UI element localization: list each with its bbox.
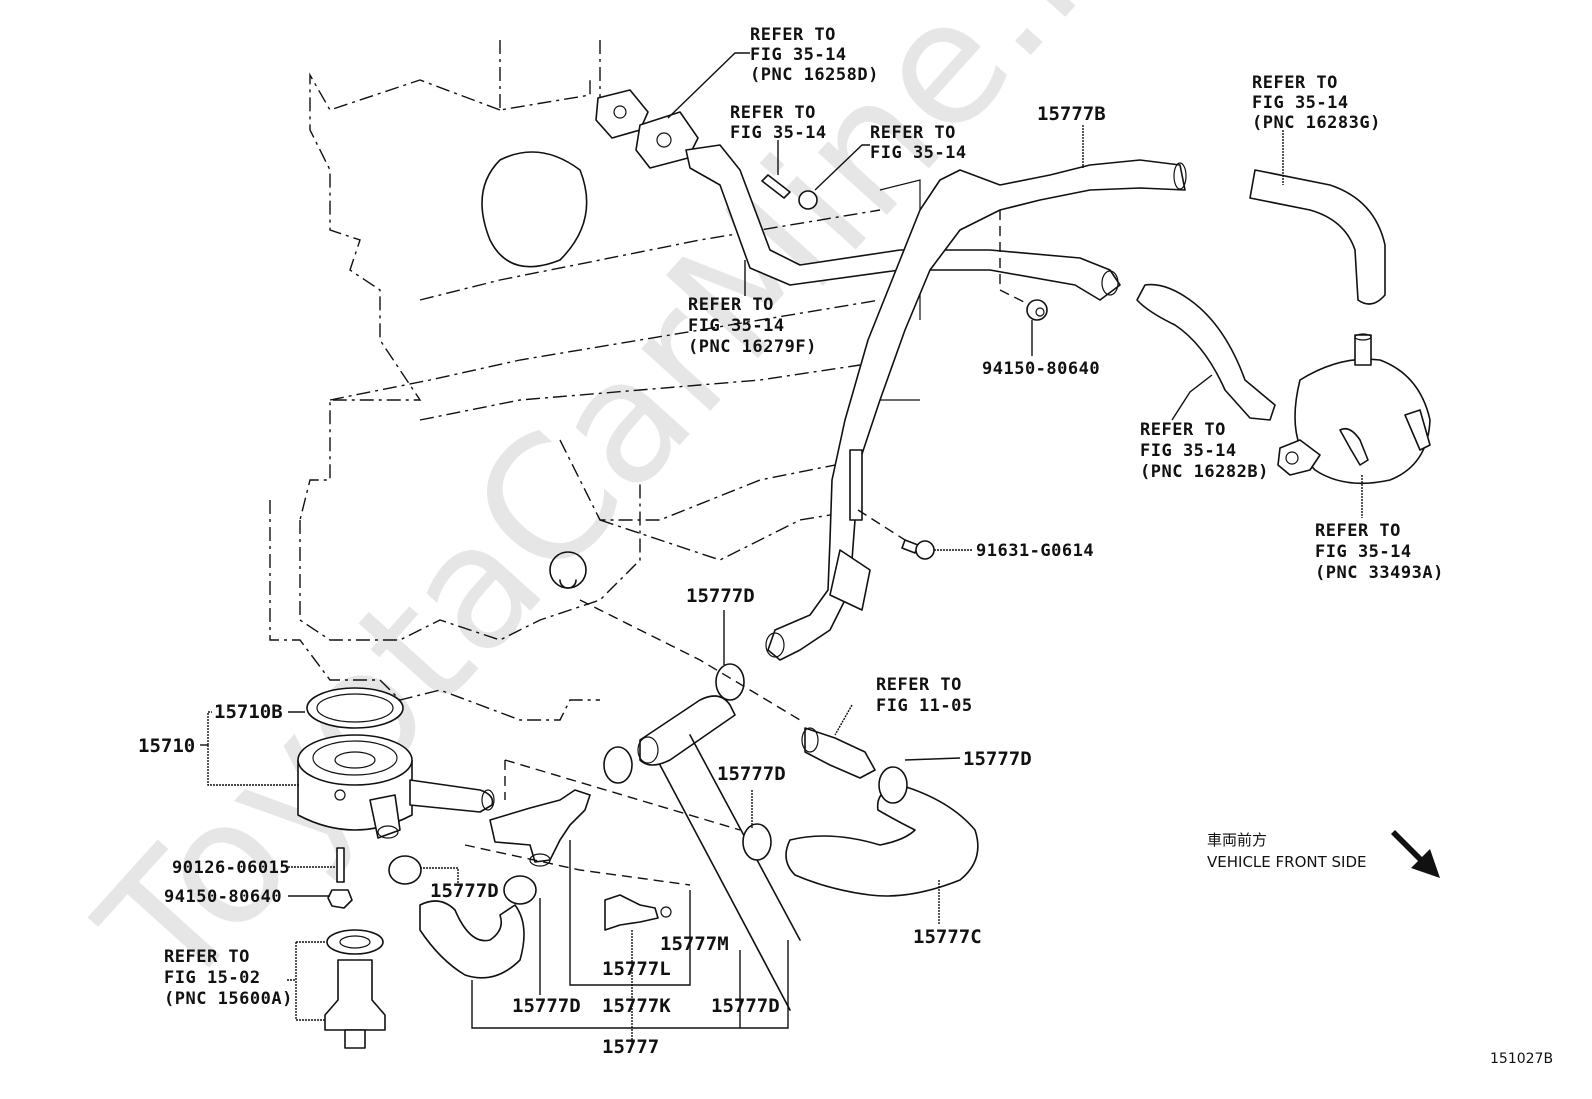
- clamp-15777d-5: [388, 855, 422, 885]
- clamp-15777d-3: [878, 766, 908, 804]
- callout-line: FIG 35-14: [688, 316, 785, 336]
- clamp-15777d-6: [503, 875, 537, 905]
- callout-line: (PNC 16279F): [688, 337, 817, 357]
- union-11-05: [801, 727, 876, 779]
- pipe-diagonal: [637, 695, 801, 1011]
- bolt-91631: [857, 509, 935, 560]
- callout-line: REFER TO: [688, 295, 774, 315]
- callout-ref-16279f: REFER TO FIG 35-14 (PNC 16279F): [688, 295, 817, 357]
- callout-ref-15600a: REFER TO FIG 15-02 (PNC 15600A): [164, 947, 293, 1009]
- part-label-15710b: 15710B: [214, 701, 283, 723]
- part-label-15777d: 15777D: [717, 763, 786, 785]
- part-label-15777m: 15777M: [660, 933, 729, 955]
- callout-ref-nut: REFER TO FIG 35-14: [870, 123, 967, 163]
- leaders: [200, 52, 1363, 1045]
- part-label-15710: 15710: [138, 735, 195, 757]
- assembly-line-3: [464, 844, 691, 886]
- callout-line: (PNC 16258D): [750, 65, 879, 85]
- vehicle-front-label-jp: 車両前方: [1207, 831, 1267, 849]
- callout-ref-33493a: REFER TO FIG 35-14 (PNC 33493A): [1315, 521, 1444, 583]
- arrow-down-right-icon: [1391, 830, 1440, 878]
- vehicle-front-label-en: VEHICLE FRONT SIDE: [1207, 853, 1367, 871]
- callout-line: (PNC 16282B): [1140, 462, 1269, 482]
- callout-ref-stud: REFER TO FIG 35-14: [730, 103, 827, 143]
- nut-94150-top: [1026, 299, 1048, 321]
- nut-94150-bottom: [327, 889, 353, 909]
- callout-ref-11-05: REFER TO FIG 11-05: [876, 675, 973, 716]
- callout-line: (PNC 33493A): [1315, 563, 1444, 583]
- oil-cooler-33493a: [1277, 333, 1431, 485]
- pipe-16279f: [685, 144, 1121, 301]
- part-label-15777c: 15777C: [913, 926, 982, 948]
- part-label-15777: 15777: [602, 1036, 659, 1058]
- oil-cooler-15710: [297, 687, 495, 839]
- callout-line: REFER TO: [1252, 73, 1338, 93]
- part-label-15777d: 15777D: [711, 995, 780, 1017]
- part-label-15777d: 15777D: [430, 880, 499, 902]
- callout-line: FIG 35-14: [1315, 542, 1412, 562]
- union-bolt-15600a: [324, 929, 386, 1049]
- stud-90126: [336, 847, 345, 883]
- part-label-15777d: 15777D: [963, 748, 1032, 770]
- callout-line: REFER TO: [876, 675, 962, 695]
- part-label-91631-g0614: 91631-G0614: [976, 541, 1094, 561]
- callout-line: REFER TO: [750, 25, 836, 45]
- part-label-15777d: 15777D: [686, 585, 755, 607]
- callout-line: FIG 35-14: [870, 143, 967, 163]
- callout-line: FIG 35-14: [1140, 441, 1237, 461]
- sensor-15777l: [604, 894, 672, 931]
- part-label-90126-06015: 90126-06015: [172, 858, 290, 878]
- callout-line: FIG 15-02: [164, 968, 261, 988]
- clamp-15777d-2: [603, 746, 633, 784]
- callout-line: FIG 35-14: [750, 45, 847, 65]
- callout-ref-16258d: REFER TO FIG 35-14 (PNC 16258D): [750, 25, 879, 85]
- callout-line: (PNC 16283G): [1252, 113, 1381, 133]
- callout-line: REFER TO: [730, 103, 816, 123]
- hose-16282b: [1136, 283, 1276, 421]
- part-label-94150-80640-top: 94150-80640: [982, 359, 1100, 379]
- assembly-line-1: [579, 599, 801, 721]
- clamp-15777d-1: [715, 663, 745, 701]
- vehicle-front-indicator: 車両前方 VEHICLE FRONT SIDE: [1207, 830, 1440, 878]
- part-label-15777b: 15777B: [1037, 103, 1106, 125]
- callout-line: REFER TO: [1315, 521, 1401, 541]
- part-label-15777l: 15777L: [602, 958, 671, 980]
- stud-35-14: [761, 174, 791, 199]
- pipe-15777b: [765, 159, 1187, 661]
- callout-line: FIG 35-14: [730, 123, 827, 143]
- tee-fitting: [489, 789, 591, 867]
- callout-ref-16282b: REFER TO FIG 35-14 (PNC 16282B): [1140, 420, 1269, 482]
- assembly-line-2: [504, 759, 741, 831]
- part-label-15777k: 15777K: [602, 995, 671, 1017]
- callout-line: REFER TO: [164, 947, 250, 967]
- hose-15777c: [785, 784, 979, 897]
- callout-line: FIG 35-14: [1252, 93, 1349, 113]
- callout-line: (PNC 15600A): [164, 989, 293, 1009]
- part-label-94150-80640-bottom: 94150-80640: [164, 887, 282, 907]
- callout-line: REFER TO: [1140, 420, 1226, 440]
- figure-id: 151027B: [1490, 1051, 1553, 1067]
- callout-line: REFER TO: [870, 123, 956, 143]
- clamp-15777d-4: [742, 823, 772, 861]
- callout-line: FIG 11-05: [876, 696, 973, 716]
- hose-16283g: [1249, 169, 1386, 305]
- nut-35-14: [798, 190, 818, 210]
- part-label-15777d: 15777D: [512, 995, 581, 1017]
- hose-bottom-left: [419, 900, 525, 979]
- callout-ref-16283g: REFER TO FIG 35-14 (PNC 16283G): [1252, 73, 1381, 133]
